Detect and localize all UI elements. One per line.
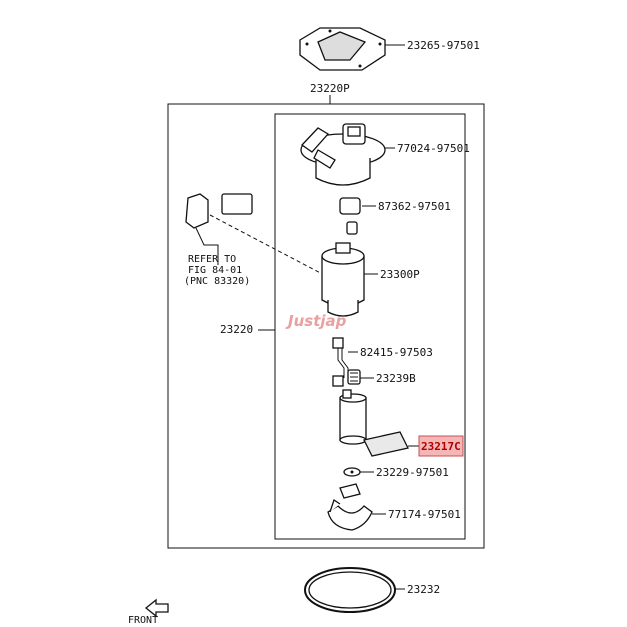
label-gasket-top: 23265-97501 xyxy=(407,39,480,52)
grommet-part xyxy=(339,197,361,235)
label-refer-1: REFER TO xyxy=(188,254,236,265)
pump-cover-part xyxy=(300,123,386,186)
front-arrow-icon xyxy=(144,598,169,618)
label-refer-2: FIG 84-01 xyxy=(188,265,242,276)
harness-part xyxy=(332,337,349,387)
label-filter: 23300P xyxy=(380,268,420,281)
fuel-pump-part xyxy=(339,389,367,445)
label-front: FRONT xyxy=(128,615,158,626)
watermark-logo: Justjap xyxy=(285,312,347,330)
label-clip: 23229-97501 xyxy=(376,466,449,479)
label-refer-3: (PNC 83320) xyxy=(184,276,250,287)
outer-frame xyxy=(167,103,485,549)
connector-part xyxy=(185,193,253,265)
label-bracket: 77174-97501 xyxy=(388,508,461,521)
clip-part xyxy=(343,467,361,477)
spring-part xyxy=(347,369,361,385)
label-spring: 23239B xyxy=(376,372,416,385)
strainer-highlight xyxy=(418,435,464,457)
label-strainer: 23217C xyxy=(421,440,461,453)
inner-frame xyxy=(274,113,466,540)
label-harness: 82415-97503 xyxy=(360,346,433,359)
label-ring: 23232 xyxy=(407,583,440,596)
label-assy-outer: 23220P xyxy=(310,82,350,95)
seal-ring-part xyxy=(304,567,396,613)
top-gasket-part xyxy=(299,27,386,71)
label-87362: 87362-97501 xyxy=(378,200,451,213)
label-cover: 77024-97501 xyxy=(397,142,470,155)
bracket-part xyxy=(327,483,373,531)
label-assy-inner: 23220 xyxy=(220,323,253,336)
fuel-filter-part xyxy=(321,242,365,317)
strainer-part xyxy=(363,431,409,457)
